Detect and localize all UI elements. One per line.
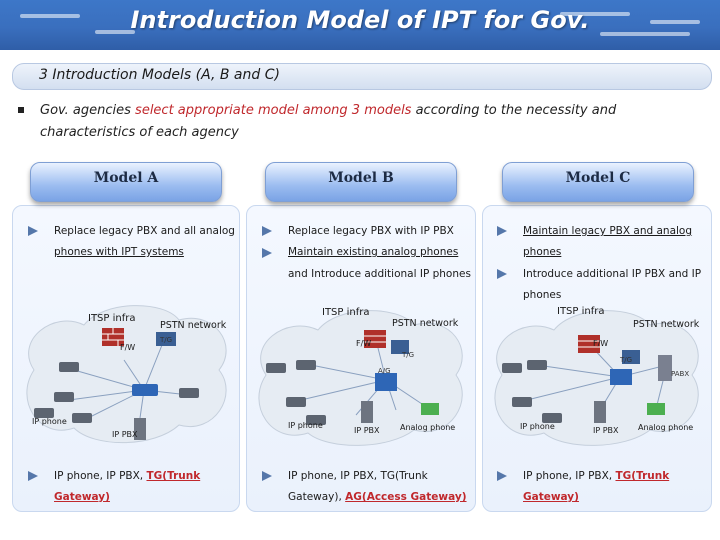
model-a-line-2: phones with IPT systems	[54, 242, 184, 263]
subtitle: 3 Introduction Models (A, B and C)	[39, 67, 280, 83]
arrow-icon	[28, 471, 38, 481]
model-b-pstn-label: PSTN network	[392, 318, 459, 329]
model-a-line-1: Replace legacy PBX and all analog	[54, 225, 235, 237]
trunk-gateway-icon	[622, 350, 640, 364]
model-a-result-plain: IP phone, IP PBX,	[54, 470, 147, 482]
model-c-result: IP phone, IP PBX, TG(Trunk Gateway)	[523, 466, 703, 508]
bullet-marker	[18, 107, 24, 113]
model-c-analog-label: Analog phone	[638, 423, 694, 432]
title-banner: Introduction Model of IPT for Gov.	[0, 0, 720, 50]
model-c-pstn-label: PSTN network	[633, 319, 700, 330]
model-a-result-red: TG(Trunk Gateway)	[54, 470, 201, 503]
model-a-ippbx-label: IP PBX	[112, 430, 138, 439]
model-b-line-1: Replace legacy PBX with IP PBX	[288, 225, 454, 237]
model-c-tg-label: T/G	[620, 356, 633, 364]
model-b-ippbx-label: IP PBX	[354, 426, 380, 435]
intro-text: Gov. agencies select appropriate model a…	[40, 100, 700, 144]
intro-suffix: according to the necessity and character…	[40, 103, 617, 140]
model-c-itsp-label: ITSP infra	[557, 306, 605, 317]
model-b-ipphone-label: IP phone	[288, 421, 323, 430]
intro-prefix: Gov. agencies	[40, 103, 136, 118]
model-b-fw-label: F/W	[356, 339, 372, 348]
model-b-itsp-label: ITSP infra	[322, 307, 370, 318]
model-b-result-plain: IP phone, IP PBX, TG(Trunk Gateway),	[288, 470, 428, 503]
model-c-line-4: phones	[523, 289, 562, 301]
arrow-icon	[497, 269, 507, 279]
model-b-result: IP phone, IP PBX, TG(Trunk Gateway), AG(…	[288, 466, 468, 508]
ip-pbx-icon	[134, 418, 146, 440]
firewall-icon	[102, 328, 124, 346]
model-b-line-2: Maintain existing analog phones	[288, 246, 459, 258]
access-gateway-icon	[375, 373, 397, 391]
model-c-header: Model C	[502, 162, 694, 202]
firewall-icon	[364, 330, 386, 348]
ip-pbx-icon	[594, 401, 606, 423]
model-a-pstn-label: PSTN network	[160, 320, 227, 331]
model-a-fw-label: F/W	[120, 343, 136, 352]
model-c-result-red: TG(Trunk Gateway)	[523, 470, 670, 503]
arrow-icon	[28, 226, 38, 236]
switch-icon	[610, 369, 632, 385]
model-a-line-2-text: phones with IPT systems	[54, 246, 184, 258]
model-c-network-diagram	[494, 310, 699, 446]
model-a-itsp-label: ITSP infra	[88, 313, 136, 324]
trunk-gateway-icon	[156, 332, 176, 346]
arrow-icon	[262, 471, 272, 481]
trunk-gateway-icon	[391, 340, 409, 354]
model-c-line-3: Introduce additional IP PBX and IP	[523, 268, 702, 280]
model-c-line-2: phones	[523, 246, 562, 258]
model-a-header: Model A	[30, 162, 222, 202]
model-c-result-plain: IP phone, IP PBX,	[523, 470, 616, 482]
model-b-header: Model B	[265, 162, 457, 202]
model-a-result: IP phone, IP PBX, TG(Trunk Gateway)	[54, 466, 234, 508]
model-c-ippbx-label: IP PBX	[593, 426, 619, 435]
firewall-icon	[578, 335, 600, 353]
arrow-icon	[497, 226, 507, 236]
arrow-icon	[497, 471, 507, 481]
switch-icon	[132, 384, 158, 396]
model-b-line-3: and Introduce additional IP phones	[288, 268, 471, 280]
ip-phone-icon	[502, 360, 562, 423]
model-b-network-diagram	[258, 310, 463, 446]
model-b-ag-label: A/G	[378, 367, 391, 375]
model-b-analog-label: Analog phone	[400, 423, 456, 432]
pabx-icon	[658, 355, 672, 381]
model-c-line-1: Maintain legacy PBX and analog	[523, 225, 693, 237]
arrow-icon	[262, 248, 272, 258]
model-b-result-red: AG(Access Gateway)	[345, 491, 467, 503]
intro-highlight: select appropriate model among 3 models	[135, 103, 412, 118]
ip-pbx-icon	[361, 401, 373, 423]
arrow-icon	[262, 226, 272, 236]
analog-phone-icon	[647, 403, 665, 415]
model-a-network-diagram	[26, 305, 227, 444]
model-a-tg-label: T/G	[160, 336, 173, 344]
ip-phone-icon	[266, 360, 326, 425]
model-c-fw-label: F/W	[593, 339, 609, 348]
model-a-ipphone-label: IP phone	[32, 417, 67, 426]
model-c-ipphone-label: IP phone	[520, 422, 555, 431]
model-c-pabx-label: PABX	[671, 370, 690, 378]
analog-phone-icon	[421, 403, 439, 415]
page-title: Introduction Model of IPT for Gov.	[130, 6, 590, 34]
model-b-tg-label: T/G	[402, 351, 415, 359]
subtitle-bar: 3 Introduction Models (A, B and C)	[12, 63, 712, 90]
ip-phone-icon	[34, 362, 199, 423]
